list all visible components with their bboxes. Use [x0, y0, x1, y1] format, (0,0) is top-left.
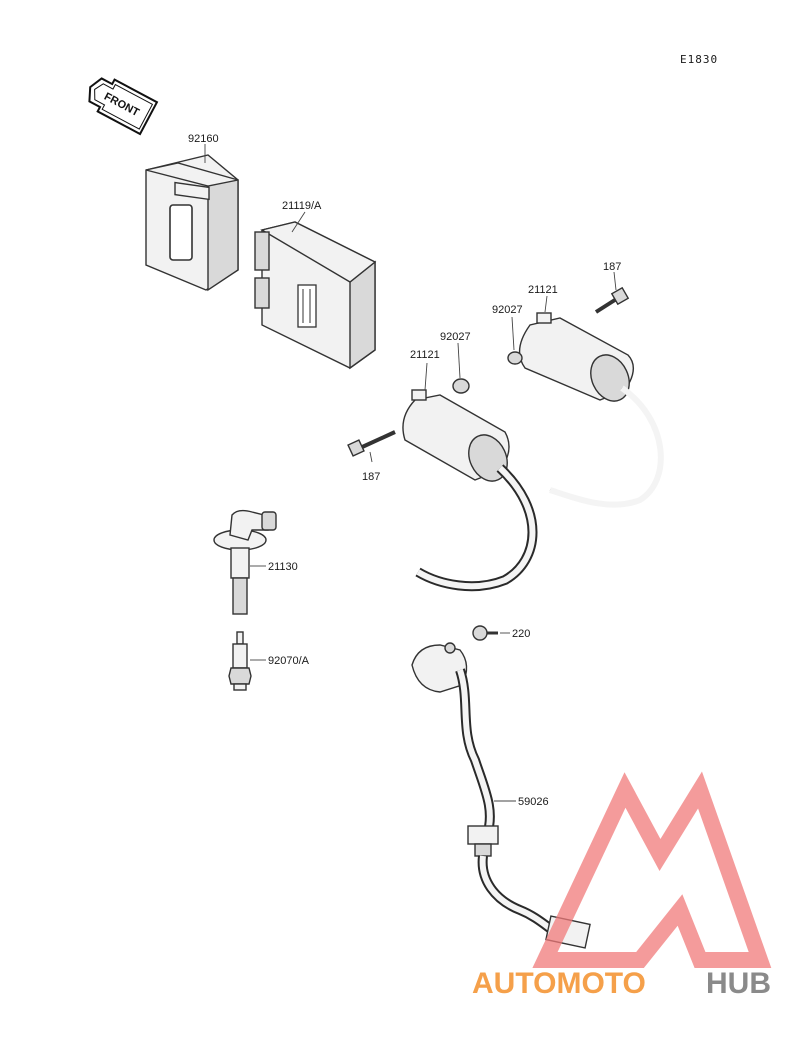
label-plug-cap: 21130	[268, 561, 298, 573]
spark-plug-cap	[213, 509, 277, 615]
washer-left	[452, 378, 470, 394]
bolt-right	[594, 286, 630, 314]
igniter-cover	[145, 154, 239, 292]
label-bolt-left: 187	[362, 471, 380, 483]
ignition-coil-left	[402, 389, 538, 592]
label-spark-plug: 92070/A	[268, 655, 310, 667]
label-coil-right: 21121	[528, 284, 558, 296]
label-igniter: 21119/A	[282, 200, 322, 212]
reference-code: E1830	[680, 53, 718, 66]
label-cover: 92160	[188, 133, 219, 145]
label-bolt-right: 187	[603, 261, 621, 273]
ignition-coil-right	[518, 312, 664, 508]
automotohub-logo	[532, 771, 772, 968]
spark-plug	[228, 631, 252, 691]
igniter-unit	[254, 221, 377, 370]
label-washer-right: 92027	[492, 304, 523, 316]
washer-right	[507, 351, 523, 365]
logo-text-hub: HUB	[706, 967, 771, 1000]
label-washer-left: 92027	[440, 331, 471, 343]
bolt-left	[347, 430, 396, 457]
pickup-coil	[411, 642, 591, 949]
front-arrow-icon	[88, 77, 159, 136]
label-pickup: 59026	[518, 796, 549, 808]
label-screw: 220	[512, 628, 530, 640]
screw	[472, 625, 498, 641]
label-coil-left: 21121	[410, 349, 440, 361]
logo-text-automoto: AUTOMOTO	[472, 967, 646, 1000]
